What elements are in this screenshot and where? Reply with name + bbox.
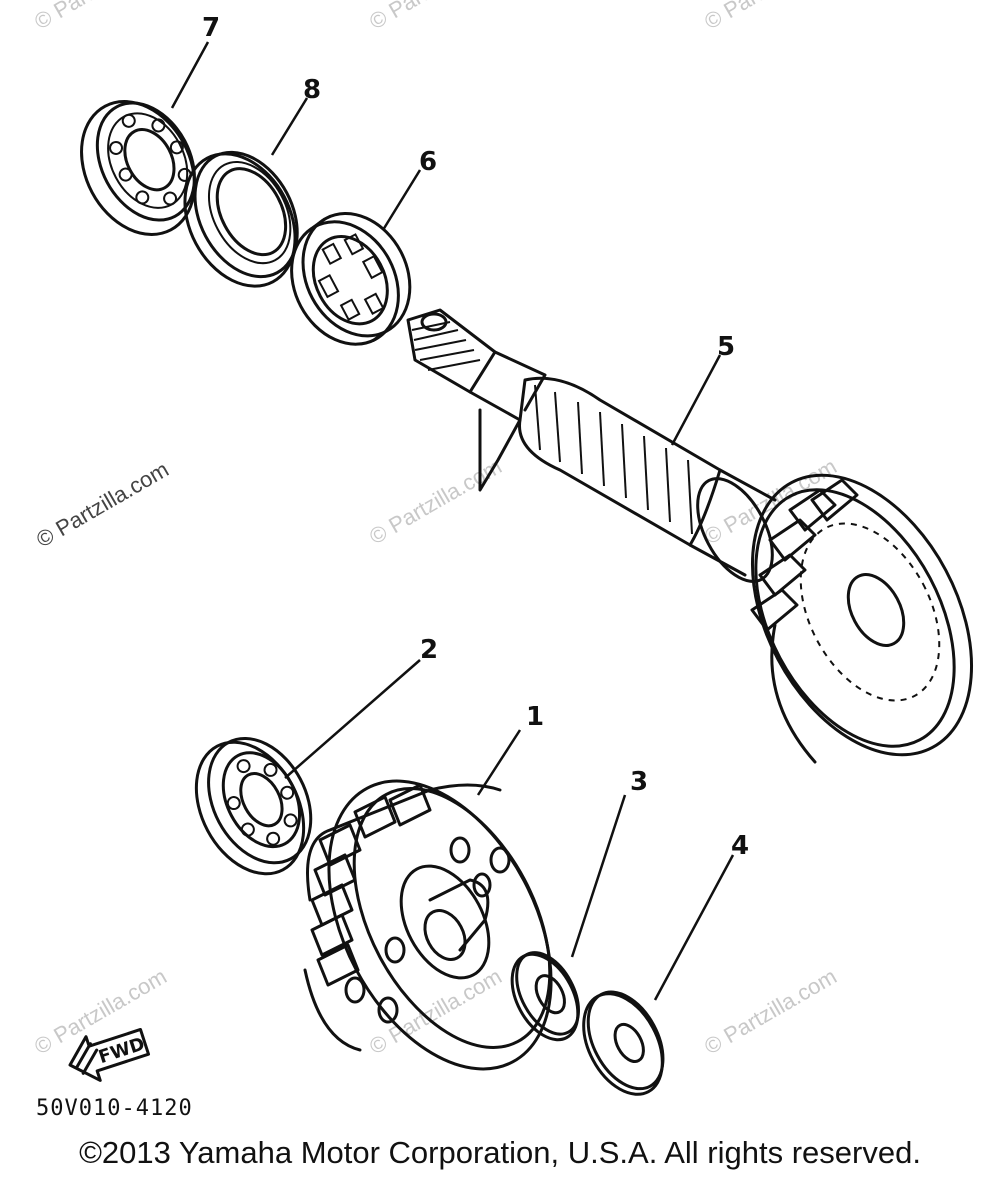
watermark: © Partzilla.com	[365, 0, 506, 34]
watermark: © Partzilla.com	[30, 0, 171, 34]
watermark: © Partzilla.com	[32, 457, 173, 553]
callout-7: 7	[202, 13, 220, 43]
callout-numbers: 7 8 6 5 2 1 3 4	[202, 13, 749, 861]
callout-3: 3	[630, 767, 648, 797]
part-7-bearing	[80, 100, 196, 236]
callout-8: 8	[303, 75, 321, 105]
watermark: © Partzilla.com	[365, 454, 506, 550]
watermark: © Partzilla.com	[365, 964, 506, 1060]
part-2-bearing	[194, 736, 313, 876]
callout-6: 6	[419, 147, 437, 177]
part-3-washer	[510, 951, 580, 1042]
watermark: © Partzilla.com	[700, 0, 841, 34]
part-1-gear	[303, 779, 553, 1071]
callout-2: 2	[420, 635, 438, 665]
part-6-needle-bearing	[290, 211, 412, 346]
part-5-shaft	[406, 308, 974, 764]
callout-1: 1	[526, 702, 544, 732]
drawing-code: 50V010-4120	[36, 1096, 193, 1121]
part-8-oil-seal	[183, 150, 299, 288]
leader-lines	[170, 41, 735, 1001]
copyright-notice: ©2013 Yamaha Motor Corporation, U.S.A. A…	[79, 1135, 921, 1170]
callout-5: 5	[717, 332, 735, 362]
callout-4: 4	[731, 831, 749, 861]
watermark: © Partzilla.com	[30, 964, 171, 1060]
watermark: © Partzilla.com	[700, 964, 841, 1060]
part-4-washer	[582, 990, 665, 1096]
